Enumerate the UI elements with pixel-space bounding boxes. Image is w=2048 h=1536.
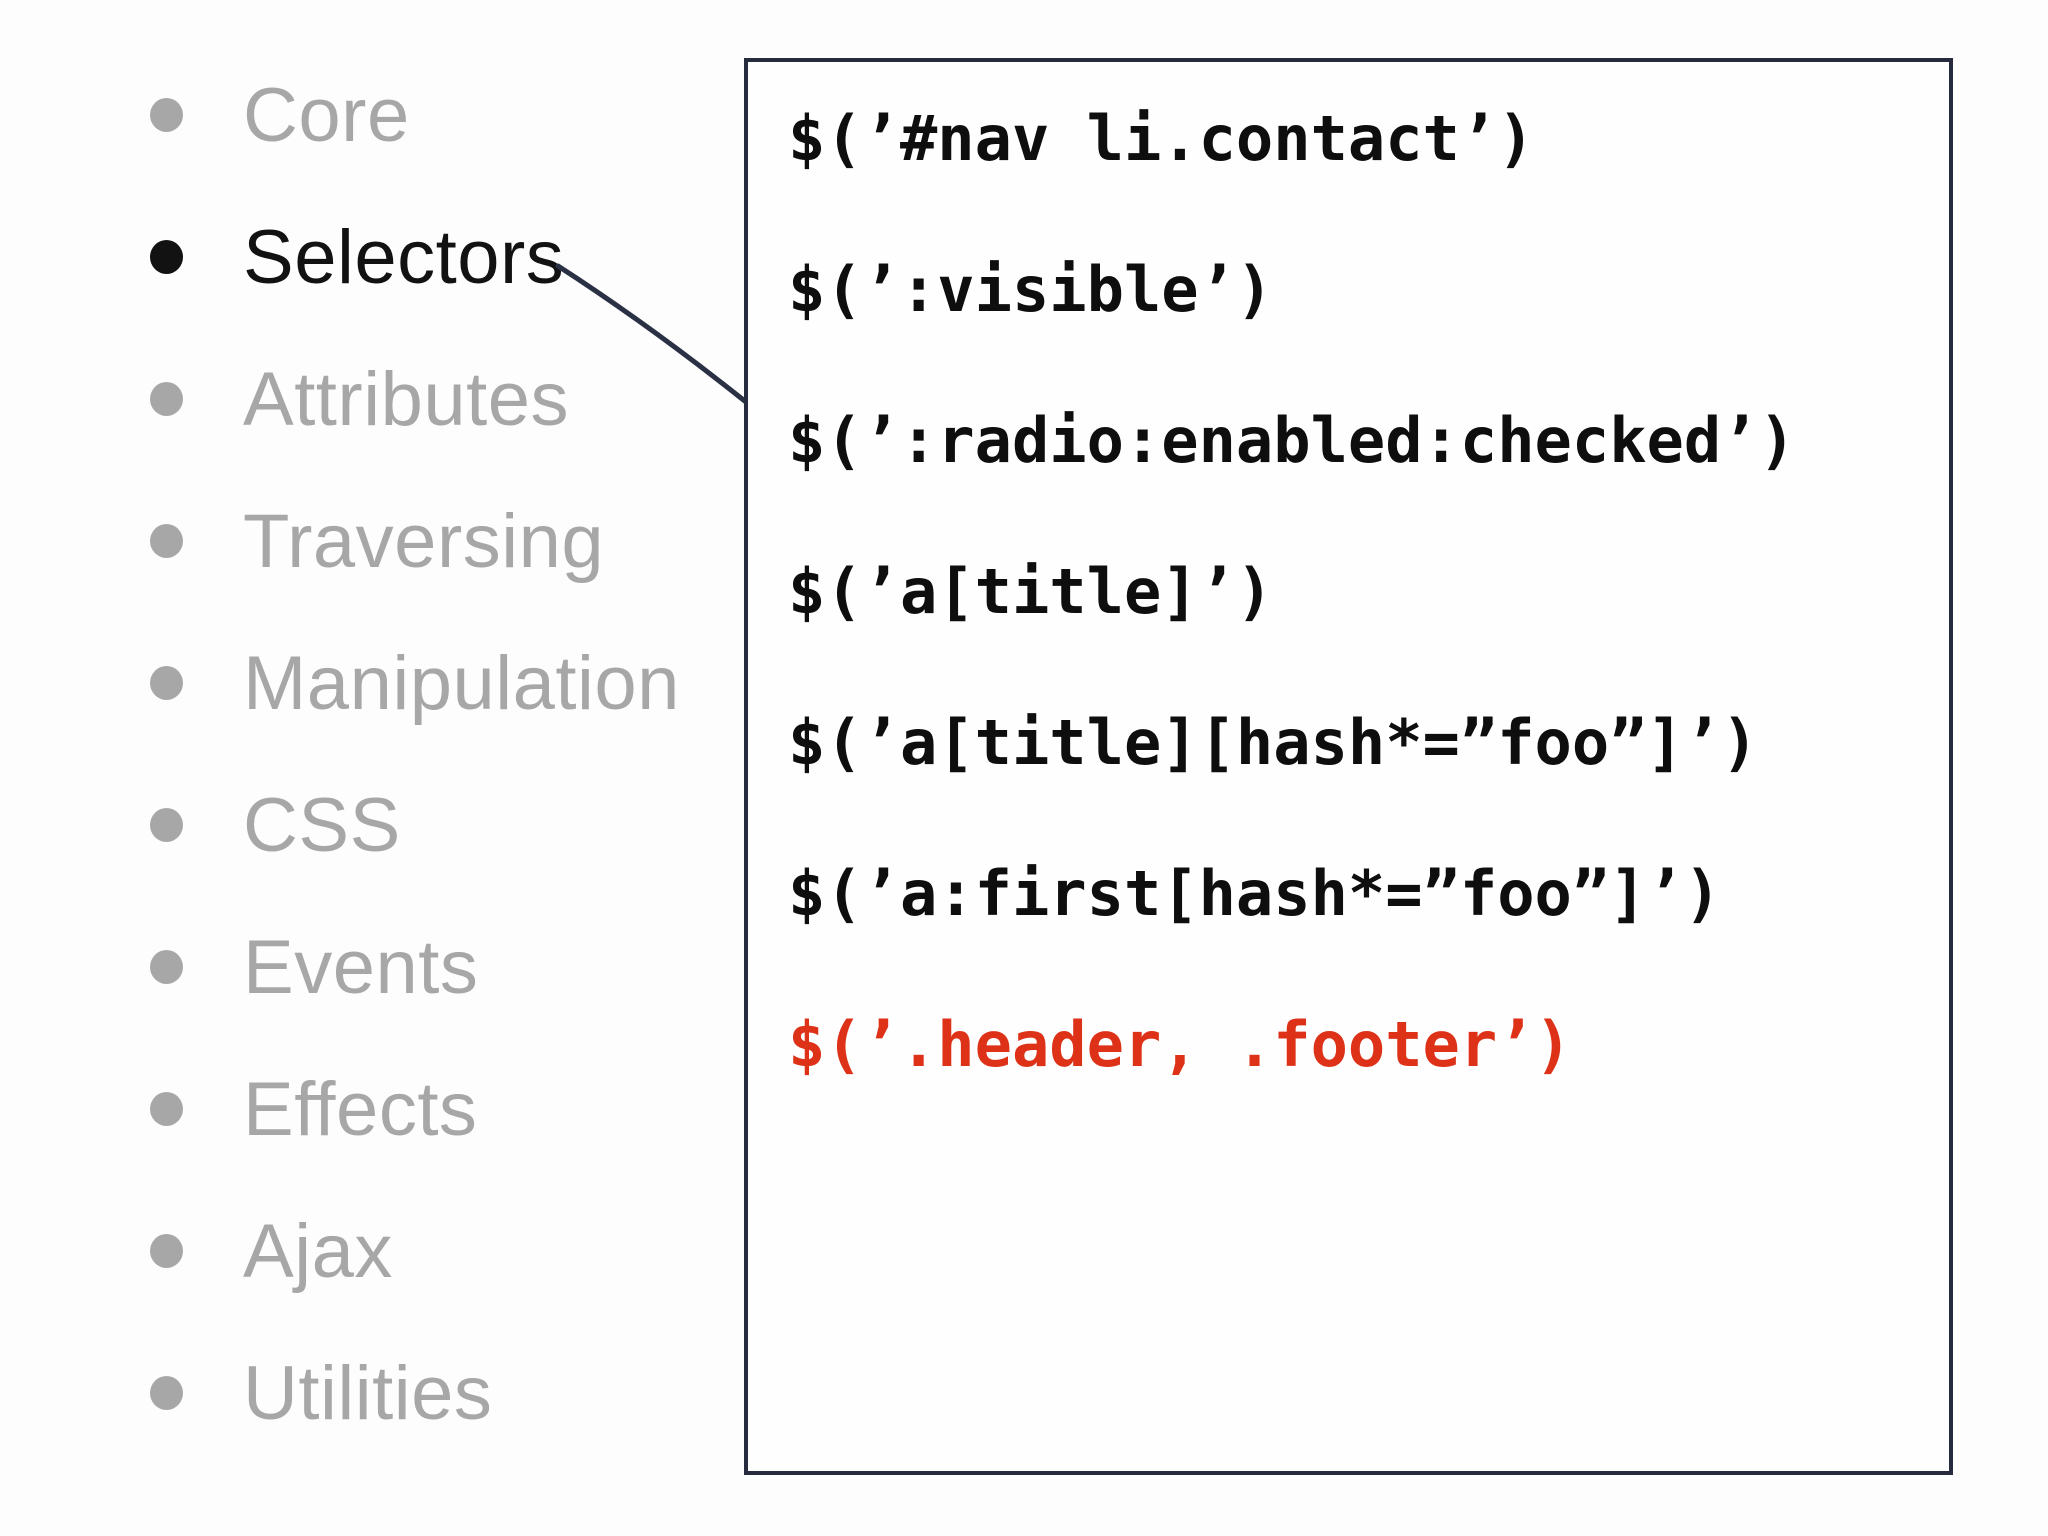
code-line: $(’a:first[hash*=”foo”]’): [788, 857, 1722, 930]
code-example-panel: $(’#nav li.contact’) $(’:visible’) $(’:r…: [744, 58, 1953, 1475]
code-line: $(’#nav li.contact’): [788, 102, 1535, 175]
menu-item-label: Traversing: [243, 498, 605, 584]
bullet-icon: [150, 1234, 183, 1268]
bullet-icon: [150, 950, 183, 984]
code-line: $(’a[title]’): [788, 555, 1274, 628]
bullet-icon: [150, 808, 183, 842]
menu-item-traversing: Traversing: [150, 470, 680, 612]
menu-item-utilities: Utilities: [150, 1322, 680, 1464]
menu-item-label: Utilities: [243, 1350, 493, 1436]
menu-item-label: Effects: [243, 1066, 478, 1152]
bullet-icon: [150, 240, 183, 274]
menu-item-label: CSS: [243, 782, 401, 868]
menu-item-label: Selectors: [243, 214, 565, 300]
bullet-icon: [150, 382, 183, 416]
menu-item-selectors: Selectors: [150, 186, 680, 328]
menu-item-label: Ajax: [243, 1208, 393, 1294]
menu-item-events: Events: [150, 896, 680, 1038]
menu-item-label: Manipulation: [243, 640, 680, 726]
menu-item-label: Core: [243, 72, 410, 158]
code-line: $(’:visible’): [788, 253, 1274, 326]
bullet-icon: [150, 1376, 183, 1410]
code-line: $(’a[title][hash*=”foo”]’): [788, 706, 1759, 779]
menu-item-manipulation: Manipulation: [150, 612, 680, 754]
bullet-icon: [150, 524, 183, 558]
bullet-icon: [150, 666, 183, 700]
code-line: $(’:radio:enabled:checked’): [788, 404, 1796, 477]
menu-item-ajax: Ajax: [150, 1180, 680, 1322]
menu-item-label: Attributes: [243, 356, 570, 442]
menu-item-label: Events: [243, 924, 479, 1010]
code-line: $(’.header, .footer’): [788, 1008, 1572, 1081]
topic-menu: Core Selectors Attributes Traversing Man…: [150, 44, 680, 1464]
bullet-icon: [150, 98, 183, 132]
bullet-icon: [150, 1092, 183, 1126]
menu-item-css: CSS: [150, 754, 680, 896]
menu-item-effects: Effects: [150, 1038, 680, 1180]
menu-item-attributes: Attributes: [150, 328, 680, 470]
menu-item-core: Core: [150, 44, 680, 186]
